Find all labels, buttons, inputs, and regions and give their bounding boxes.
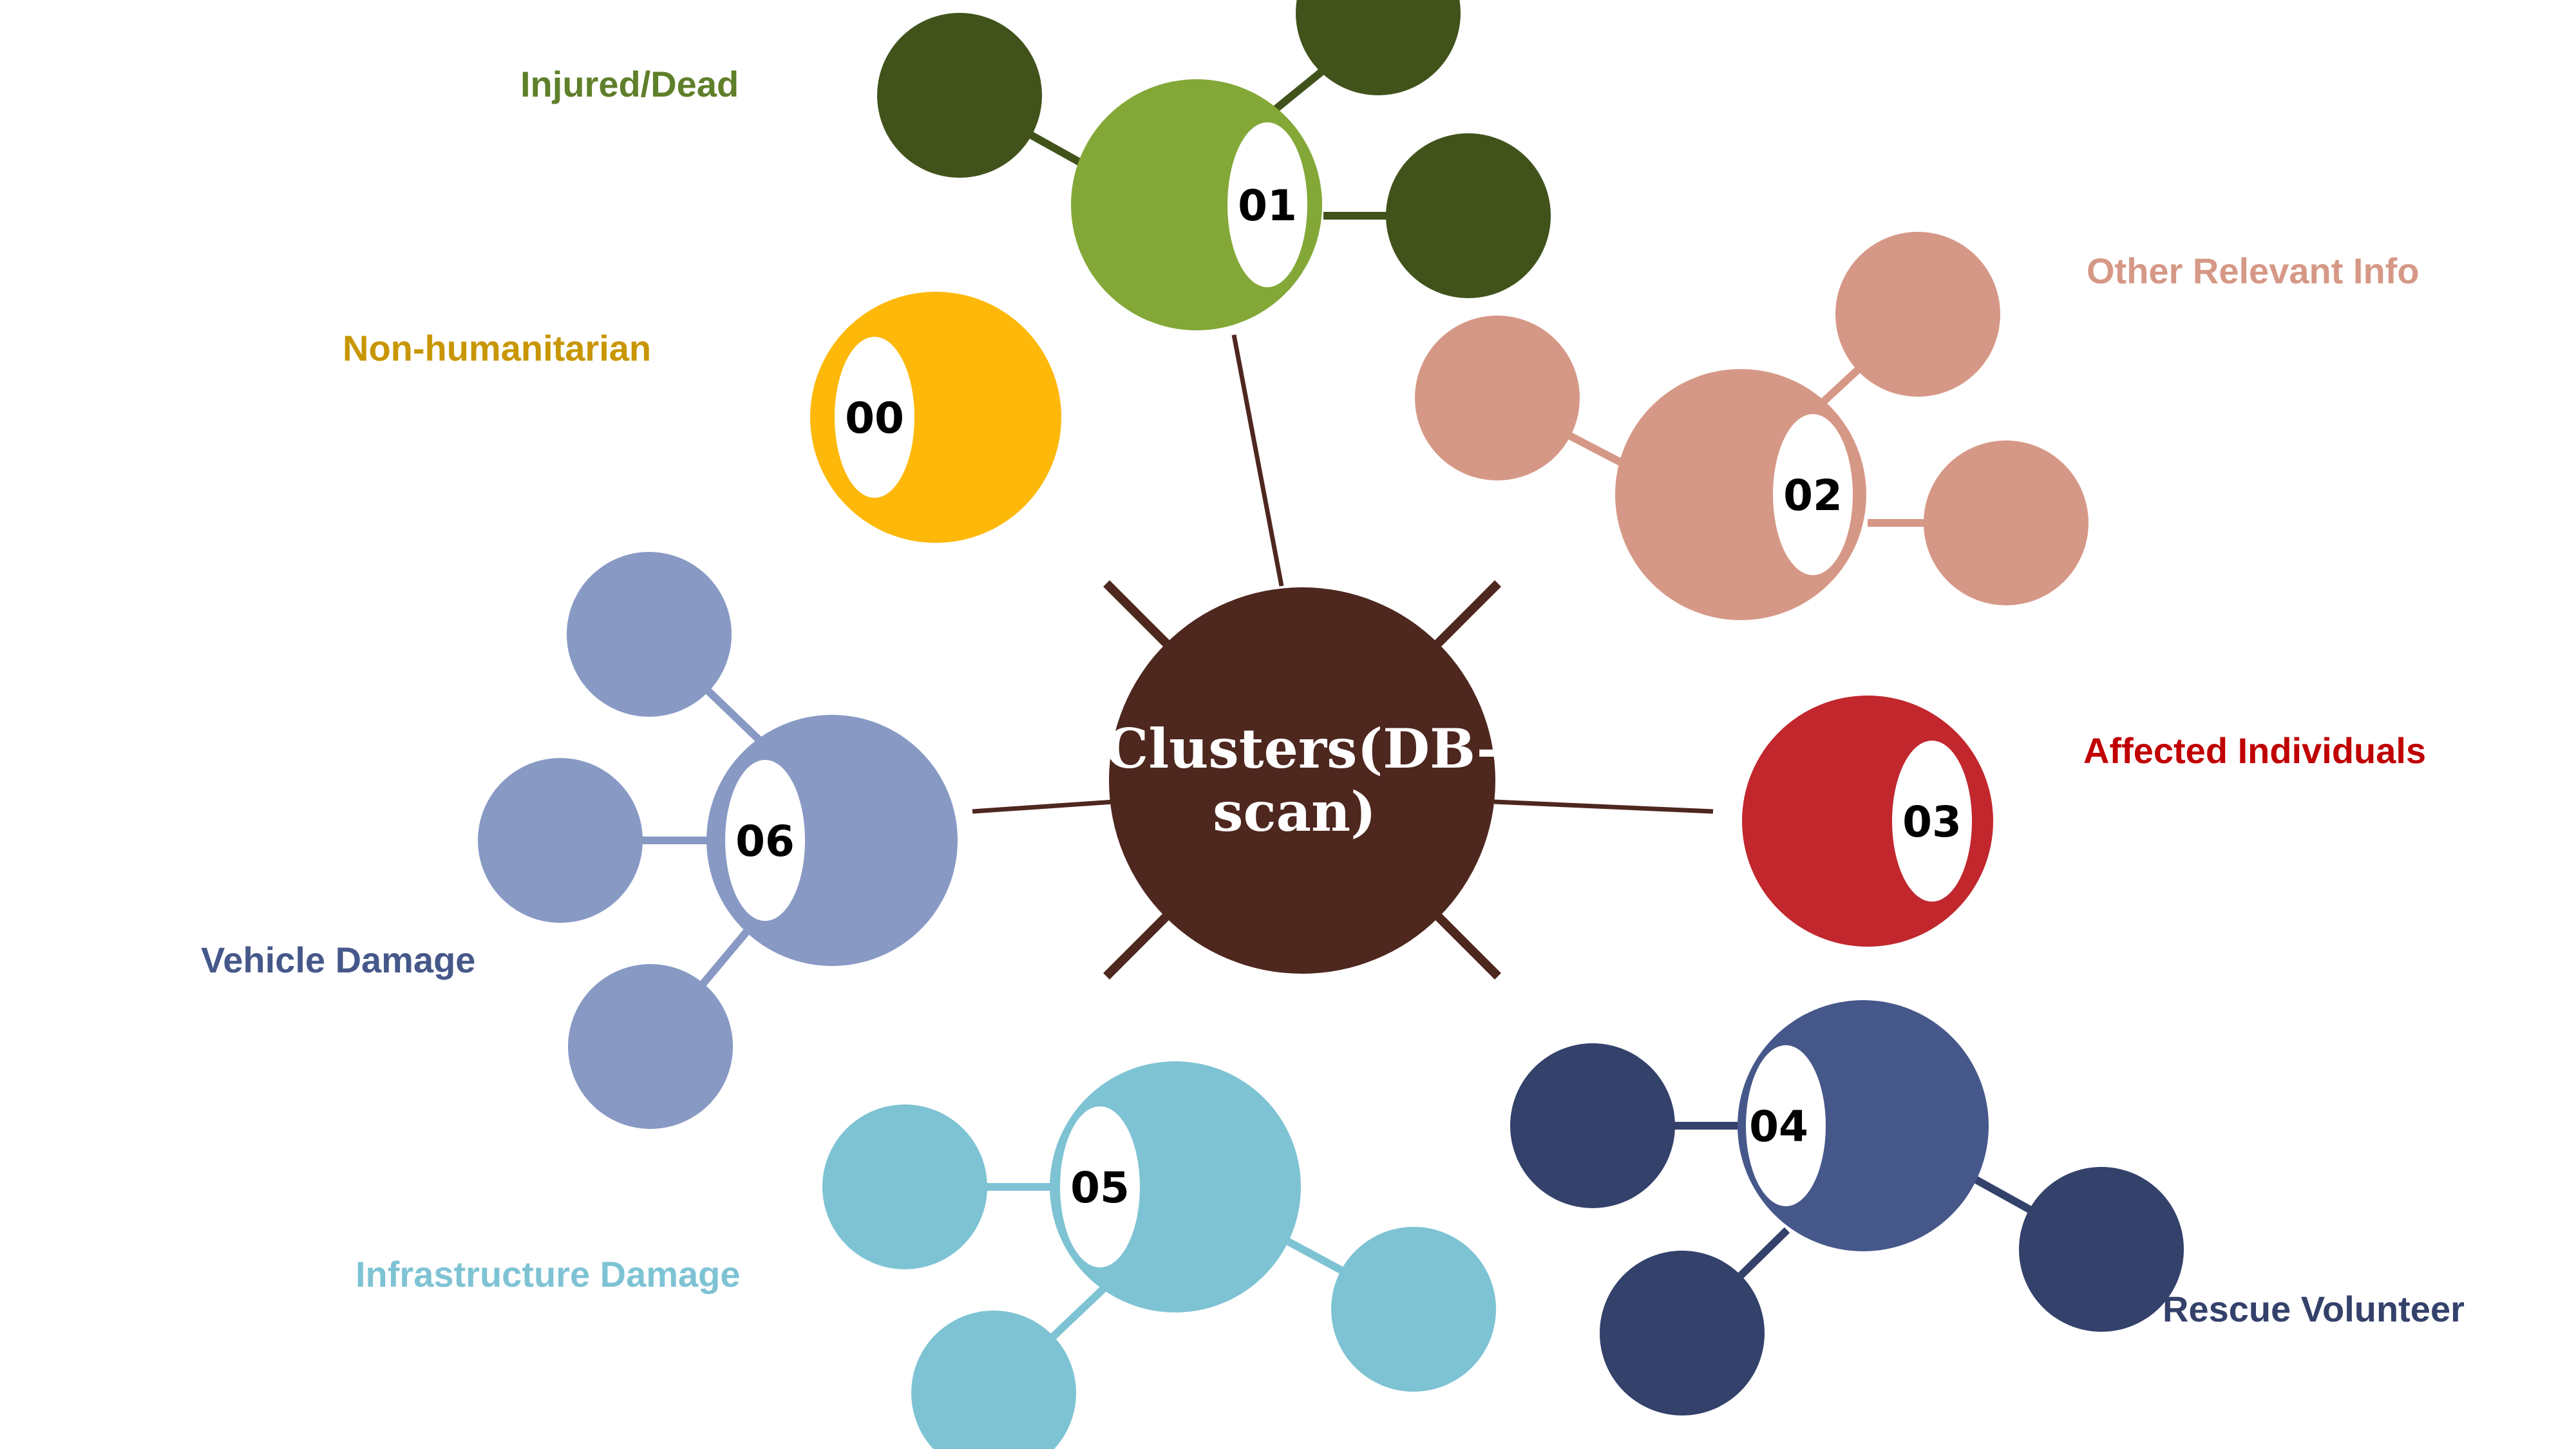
- satellite-05-c: [911, 1311, 1076, 1449]
- cluster-06-number: 06: [735, 817, 795, 866]
- cluster-04-number: 04: [1749, 1102, 1808, 1151]
- connector-to-01: [1231, 334, 1284, 587]
- satellite-04-a: [1510, 1043, 1675, 1208]
- cluster-00: 00: [810, 292, 1061, 543]
- satellite-04-b: [1600, 1251, 1765, 1416]
- satellite-05-a: [822, 1104, 987, 1269]
- hub-04-badge: [1746, 1045, 1826, 1206]
- satellite-06-b: [478, 758, 643, 923]
- satellite-01-c: [1386, 133, 1551, 298]
- hub-01-badge: [1227, 122, 1307, 287]
- center-title-line2: scan): [1213, 780, 1376, 844]
- hub-03-badge: [1892, 741, 1972, 902]
- connector-to-06: [972, 799, 1115, 814]
- label-vehicle-damage: Vehicle Damage: [201, 940, 475, 980]
- cluster-01: 01: [877, 0, 1551, 330]
- center-title-line1: Clusters(DB-: [1106, 717, 1499, 781]
- label-rescue-volunteer: Rescue Volunteer: [2163, 1289, 2465, 1329]
- cluster-03-number: 03: [1902, 797, 1962, 847]
- satellite-06-a: [567, 552, 732, 717]
- cluster-00-number: 00: [845, 393, 904, 443]
- satellite-01-a: [877, 13, 1042, 178]
- cluster-01-number: 01: [1238, 181, 1297, 231]
- satellite-02-b: [1835, 232, 2000, 397]
- satellite-01-b: [1296, 0, 1461, 95]
- hub-05-badge: [1060, 1106, 1140, 1267]
- label-other-relevant-info: Other Relevant Info: [2087, 251, 2420, 291]
- tick-bottom-left: [1103, 913, 1170, 980]
- cluster-labels: Injured/Dead Non-humanitarian Other Rele…: [201, 64, 2465, 1329]
- satellite-05-b: [1331, 1227, 1496, 1392]
- hub-02-badge: [1773, 414, 1853, 575]
- cluster-04: 04: [1510, 1000, 2184, 1416]
- tick-top-left: [1103, 580, 1170, 647]
- cluster-06: 06: [478, 552, 958, 1129]
- cluster-02-number: 02: [1783, 471, 1842, 520]
- tick-bottom-right: [1434, 913, 1501, 980]
- center-connectors: [972, 334, 1714, 814]
- label-non-humanitarian: Non-humanitarian: [343, 328, 651, 368]
- cluster-02: 02: [1415, 232, 2088, 620]
- tick-top-right: [1434, 580, 1501, 647]
- hub-00-badge: [835, 337, 914, 498]
- center-circle: [1109, 587, 1495, 974]
- connector-to-03: [1493, 799, 1714, 814]
- label-infrastructure-damage: Infrastructure Damage: [355, 1254, 741, 1294]
- hub-06-badge: [725, 760, 805, 921]
- cluster-05: 05: [822, 1061, 1496, 1449]
- satellite-02-c: [1924, 440, 2088, 605]
- label-injured-dead: Injured/Dead: [520, 64, 739, 104]
- satellite-04-c: [2019, 1167, 2184, 1332]
- satellite-06-c: [568, 964, 733, 1129]
- center-node: Clusters(DB- scan): [1106, 587, 1499, 974]
- satellite-02-a: [1415, 316, 1580, 480]
- center-ticks: [1103, 580, 1501, 980]
- cluster-05-number: 05: [1070, 1163, 1130, 1213]
- label-affected-individuals: Affected Individuals: [2083, 730, 2426, 771]
- cluster-03: 03: [1742, 696, 1993, 947]
